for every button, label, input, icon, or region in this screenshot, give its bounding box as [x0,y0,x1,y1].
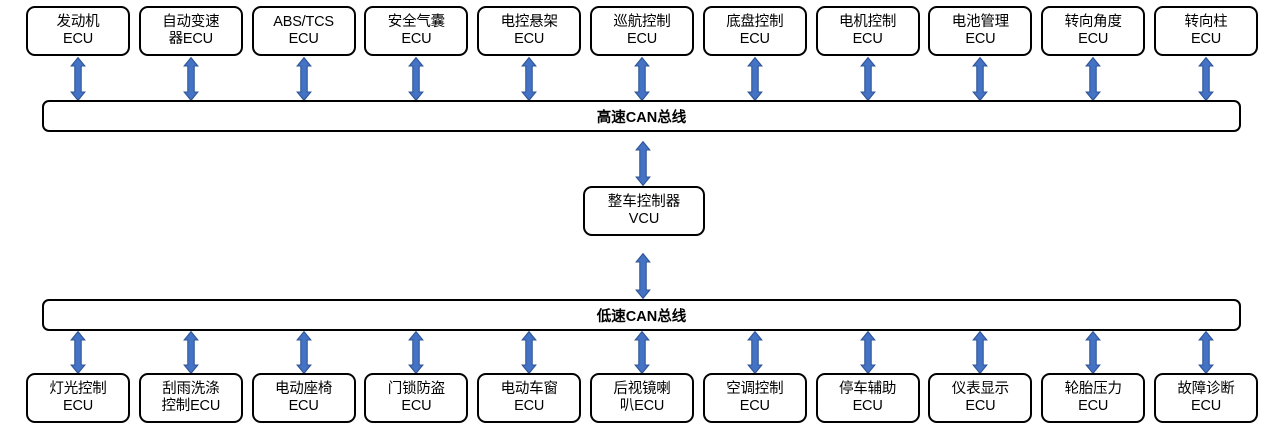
ecu-node-low-speed-9[interactable]: 仪表显示 ECU [928,373,1033,423]
ecu-node-high-speed-11[interactable]: 转向柱 ECU [1154,6,1258,56]
connector-high-speed-5 [521,57,538,101]
ecu-node-high-speed-1[interactable]: 发动机 ECU [26,6,130,56]
high-speed-can-bus-label: 高速CAN总线 [596,109,687,126]
connector-low-speed-1 [70,331,86,374]
ecu-node-low-speed-1-label: 灯光控制 ECU [49,381,107,414]
connector-low-speed-7 [746,331,763,374]
ecu-node-high-speed-9-label: 电池管理 ECU [951,14,1009,47]
ecu-node-low-speed-9-label: 仪表显示 ECU [951,381,1009,414]
ecu-node-low-speed-2-label: 刮雨洗涤 控制ECU [161,381,221,414]
ecu-node-high-speed-3[interactable]: ABS/TCS ECU [251,6,356,56]
connector-high-speed-8 [859,57,876,101]
connector-high-speed-2 [182,57,199,101]
connector-high-speed-3 [295,57,312,101]
vcu-gateway-node[interactable]: 整车控制器 VCU [583,186,705,236]
ecu-node-low-speed-3[interactable]: 电动座椅 ECU [251,373,356,423]
ecu-node-high-speed-7[interactable]: 底盘控制 ECU [702,6,807,56]
ecu-node-high-speed-9[interactable]: 电池管理 ECU [928,6,1033,56]
ecu-node-low-speed-6[interactable]: 后视镜喇 叭ECU [590,373,694,423]
ecu-node-high-speed-3-label: ABS/TCS ECU [273,14,334,47]
connector-high-speed-11 [1198,57,1214,101]
ecu-node-high-speed-2-label: 自动变速 器ECU [162,14,220,47]
connector-high-speed-9 [972,57,989,101]
connector-low-speed-8 [859,331,876,374]
connector-low-speed-3 [295,331,312,374]
connector-low-speed-10 [1085,331,1102,374]
ecu-node-high-speed-6-label: 巡航控制 ECU [613,14,671,47]
ecu-node-low-speed-6-label: 后视镜喇 叭ECU [613,381,671,414]
ecu-node-high-speed-6[interactable]: 巡航控制 ECU [590,6,694,56]
ecu-node-high-speed-4-label: 安全气囊 ECU [387,14,445,47]
ecu-node-low-speed-5-label: 电动车窗 ECU [500,381,558,414]
ecu-node-low-speed-8-label: 停车辅助 ECU [838,381,897,414]
ecu-node-low-speed-8[interactable]: 停车辅助 ECU [815,373,920,423]
ecu-node-low-speed-3-label: 电动座椅 ECU [274,381,333,414]
connector-low-speed-11 [1198,331,1214,374]
low-speed-can-bus[interactable]: 低速CAN总线 [42,299,1241,331]
ecu-node-high-speed-2[interactable]: 自动变速 器ECU [138,6,243,56]
ecu-node-low-speed-11-label: 故障诊断 ECU [1177,381,1235,414]
ecu-node-low-speed-2[interactable]: 刮雨洗涤 控制ECU [138,373,243,423]
ecu-node-low-speed-7-label: 空调控制 ECU [726,381,784,414]
ecu-node-high-speed-4[interactable]: 安全气囊 ECU [364,6,469,56]
ecu-node-low-speed-11[interactable]: 故障诊断 ECU [1154,373,1258,423]
ecu-node-high-speed-1-label: 发动机 ECU [56,14,100,47]
ecu-node-high-speed-7-label: 底盘控制 ECU [726,14,784,47]
ecu-node-high-speed-10[interactable]: 转向角度 ECU [1041,6,1146,56]
connector-high-speed-bus-to-vcu [635,141,651,186]
ecu-node-low-speed-10[interactable]: 轮胎压力 ECU [1041,373,1146,423]
connector-low-speed-4 [408,331,425,374]
ecu-node-high-speed-5[interactable]: 电控悬架 ECU [477,6,582,56]
vcu-gateway-label: 整车控制器 VCU [607,194,681,227]
ecu-node-low-speed-4-label: 门锁防盗 ECU [387,381,445,414]
ecu-node-high-speed-11-label: 转向柱 ECU [1184,14,1228,47]
connector-high-speed-10 [1085,57,1102,101]
connector-high-speed-4 [408,57,425,101]
connector-vcu-to-low-speed-bus [635,253,651,299]
ecu-node-low-speed-7[interactable]: 空调控制 ECU [702,373,807,423]
connector-high-speed-6 [634,57,650,101]
connector-low-speed-6 [634,331,650,374]
ecu-node-high-speed-10-label: 转向角度 ECU [1064,14,1122,47]
ecu-node-high-speed-5-label: 电控悬架 ECU [500,14,558,47]
ecu-node-low-speed-5[interactable]: 电动车窗 ECU [477,373,582,423]
connector-low-speed-2 [182,331,199,374]
connector-low-speed-9 [972,331,989,374]
high-speed-can-bus[interactable]: 高速CAN总线 [42,100,1241,132]
ecu-node-high-speed-8-label: 电机控制 ECU [838,14,897,47]
connector-low-speed-5 [521,331,538,374]
ecu-node-low-speed-10-label: 轮胎压力 ECU [1064,381,1122,414]
ecu-node-high-speed-8[interactable]: 电机控制 ECU [815,6,920,56]
connector-high-speed-1 [70,57,86,101]
connector-high-speed-7 [746,57,763,101]
ecu-node-low-speed-1[interactable]: 灯光控制 ECU [26,373,130,423]
low-speed-can-bus-label: 低速CAN总线 [596,308,687,325]
ecu-node-low-speed-4[interactable]: 门锁防盗 ECU [364,373,469,423]
